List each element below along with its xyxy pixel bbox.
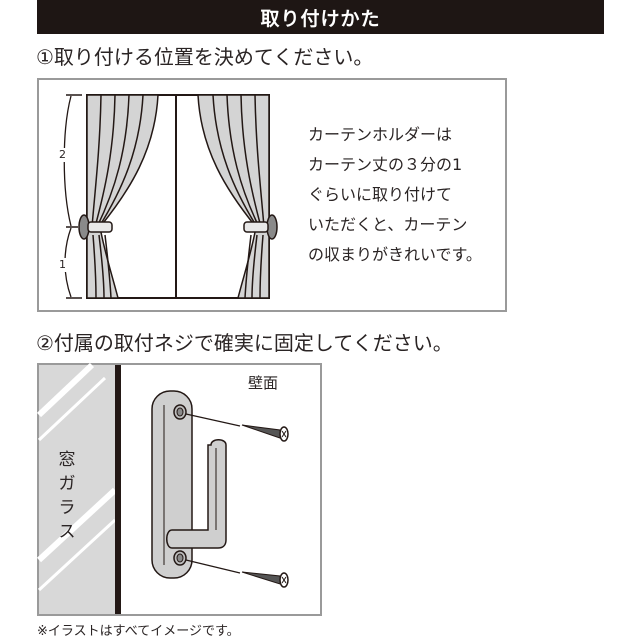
- dimension-label-lower: 1: [59, 258, 66, 271]
- step1-heading: ①取り付ける位置を決めてください。: [36, 45, 374, 69]
- description-line: ぐらいに取り付けて: [308, 185, 453, 204]
- step2-heading: ②付属の取付ネジで確実に固定してください。: [36, 331, 453, 355]
- dimension-label-upper: 2: [59, 148, 66, 161]
- glass-label-char: ガ: [58, 474, 76, 494]
- section-header: 取り付けかた: [37, 0, 604, 34]
- header-title: 取り付けかた: [260, 7, 381, 30]
- description-line: いただくと、カーテン: [308, 215, 468, 234]
- footnote: ※イラストはすべてイメージです。: [37, 624, 240, 639]
- description-line: カーテン丈の３分の1: [308, 155, 463, 174]
- wall-label: 壁面: [248, 374, 279, 392]
- glass-label-char: ス: [58, 522, 76, 542]
- glass-label-char: ラ: [58, 498, 76, 518]
- step1-description: カーテンホルダーは カーテン丈の３分の1 ぐらいに取り付けて いただくと、カーテ…: [308, 120, 482, 270]
- step2-illustration-box: [37, 363, 322, 616]
- glass-label: 窓 ガ ラ ス: [55, 448, 79, 544]
- description-line: カーテンホルダーは: [308, 125, 453, 144]
- glass-label-char: 窓: [58, 450, 76, 470]
- description-line: の収まりがきれいです。: [308, 245, 482, 264]
